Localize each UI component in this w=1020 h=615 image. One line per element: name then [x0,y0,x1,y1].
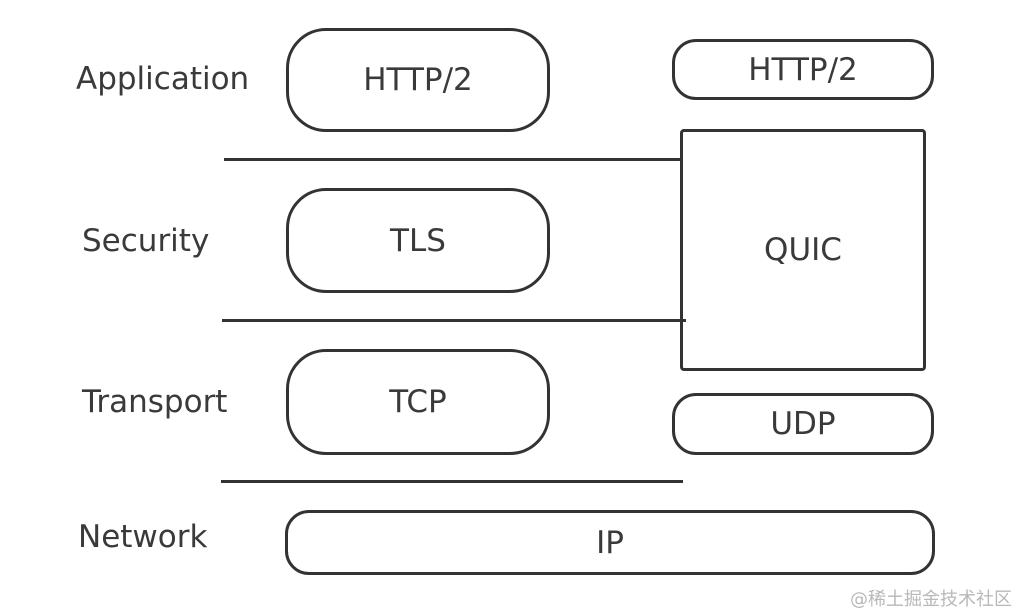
application-security-divider [224,158,682,161]
layer-label-security: Security [82,223,210,259]
tls-box: TLS [286,188,550,293]
ip-box: IP [285,510,935,575]
udp-box: UDP [672,393,934,455]
security-transport-divider [222,319,686,322]
http2-quic-box: HTTP/2 [672,39,934,100]
transport-network-divider [221,480,683,483]
quic-box: QUIC [680,129,926,371]
layer-label-network: Network [78,519,208,555]
watermark-text: @稀土掘金技术社区 [850,589,1012,610]
layer-label-application: Application [76,61,250,97]
tcp-box: TCP [286,349,550,455]
layer-label-transport: Transport [82,384,228,420]
http2-tls-box: HTTP/2 [286,28,550,132]
